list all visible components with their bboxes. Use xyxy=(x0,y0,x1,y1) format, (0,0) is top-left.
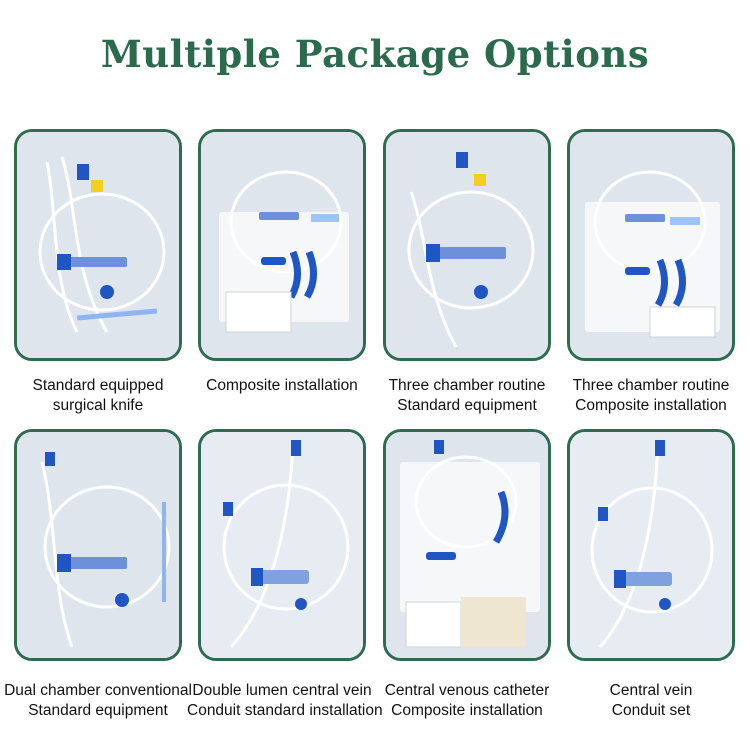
caption-line-2: Standard equipment xyxy=(397,397,537,414)
catheter-kit-illustration xyxy=(17,432,179,658)
caption-line-1: Dual chamber conventional xyxy=(4,682,192,699)
package-caption: Central venous catheter Composite instal… xyxy=(372,681,562,721)
caption-line-1: Central venous catheter xyxy=(384,682,550,699)
caption-line-2: Composite installation xyxy=(391,702,543,719)
catheter-kit-illustration xyxy=(201,432,363,658)
package-image-dual-chamber xyxy=(14,429,182,661)
package-image-cvc-composite xyxy=(383,429,551,661)
caption-line-1: Three chamber routine xyxy=(572,377,730,394)
catheter-kit-illustration xyxy=(386,132,548,358)
caption-line-2: surgical knife xyxy=(52,397,144,414)
catheter-kit-illustration xyxy=(386,432,548,658)
package-caption: Central vein Conduit set xyxy=(556,681,746,721)
caption-line-1: Central vein xyxy=(609,682,693,699)
caption-line-2: Standard equipment xyxy=(28,702,168,719)
caption-line-1: Composite installation xyxy=(206,377,358,394)
package-caption: Double lumen central vein Conduit standa… xyxy=(187,681,383,721)
package-image-double-lumen xyxy=(198,429,366,661)
catheter-kit-illustration xyxy=(17,132,179,358)
package-caption: Composite installation xyxy=(187,376,377,396)
caption-line-1: Standard equipped xyxy=(32,377,164,394)
catheter-kit-illustration xyxy=(201,132,363,358)
caption-line-1: Three chamber routine xyxy=(388,377,546,394)
package-caption: Three chamber routine Standard equipment xyxy=(372,376,562,416)
caption-line-1: Double lumen central vein xyxy=(192,682,372,699)
caption-line-2: Conduit standard installation xyxy=(187,702,383,719)
caption-line-2: Composite installation xyxy=(575,397,727,414)
package-caption: Standard equipped surgical knife xyxy=(3,376,193,416)
package-image-composite xyxy=(198,129,366,361)
catheter-kit-illustration xyxy=(570,432,732,658)
package-caption: Dual chamber conventional Standard equip… xyxy=(3,681,193,721)
package-image-three-chamber-composite xyxy=(567,129,735,361)
package-caption: Three chamber routine Composite installa… xyxy=(556,376,746,416)
package-image-conduit-set xyxy=(567,429,735,661)
catheter-kit-illustration xyxy=(570,132,732,358)
page-title: Multiple Package Options xyxy=(100,32,650,76)
package-image-three-chamber-standard xyxy=(383,129,551,361)
caption-line-2: Conduit set xyxy=(611,702,691,719)
package-image-standard-knife xyxy=(14,129,182,361)
